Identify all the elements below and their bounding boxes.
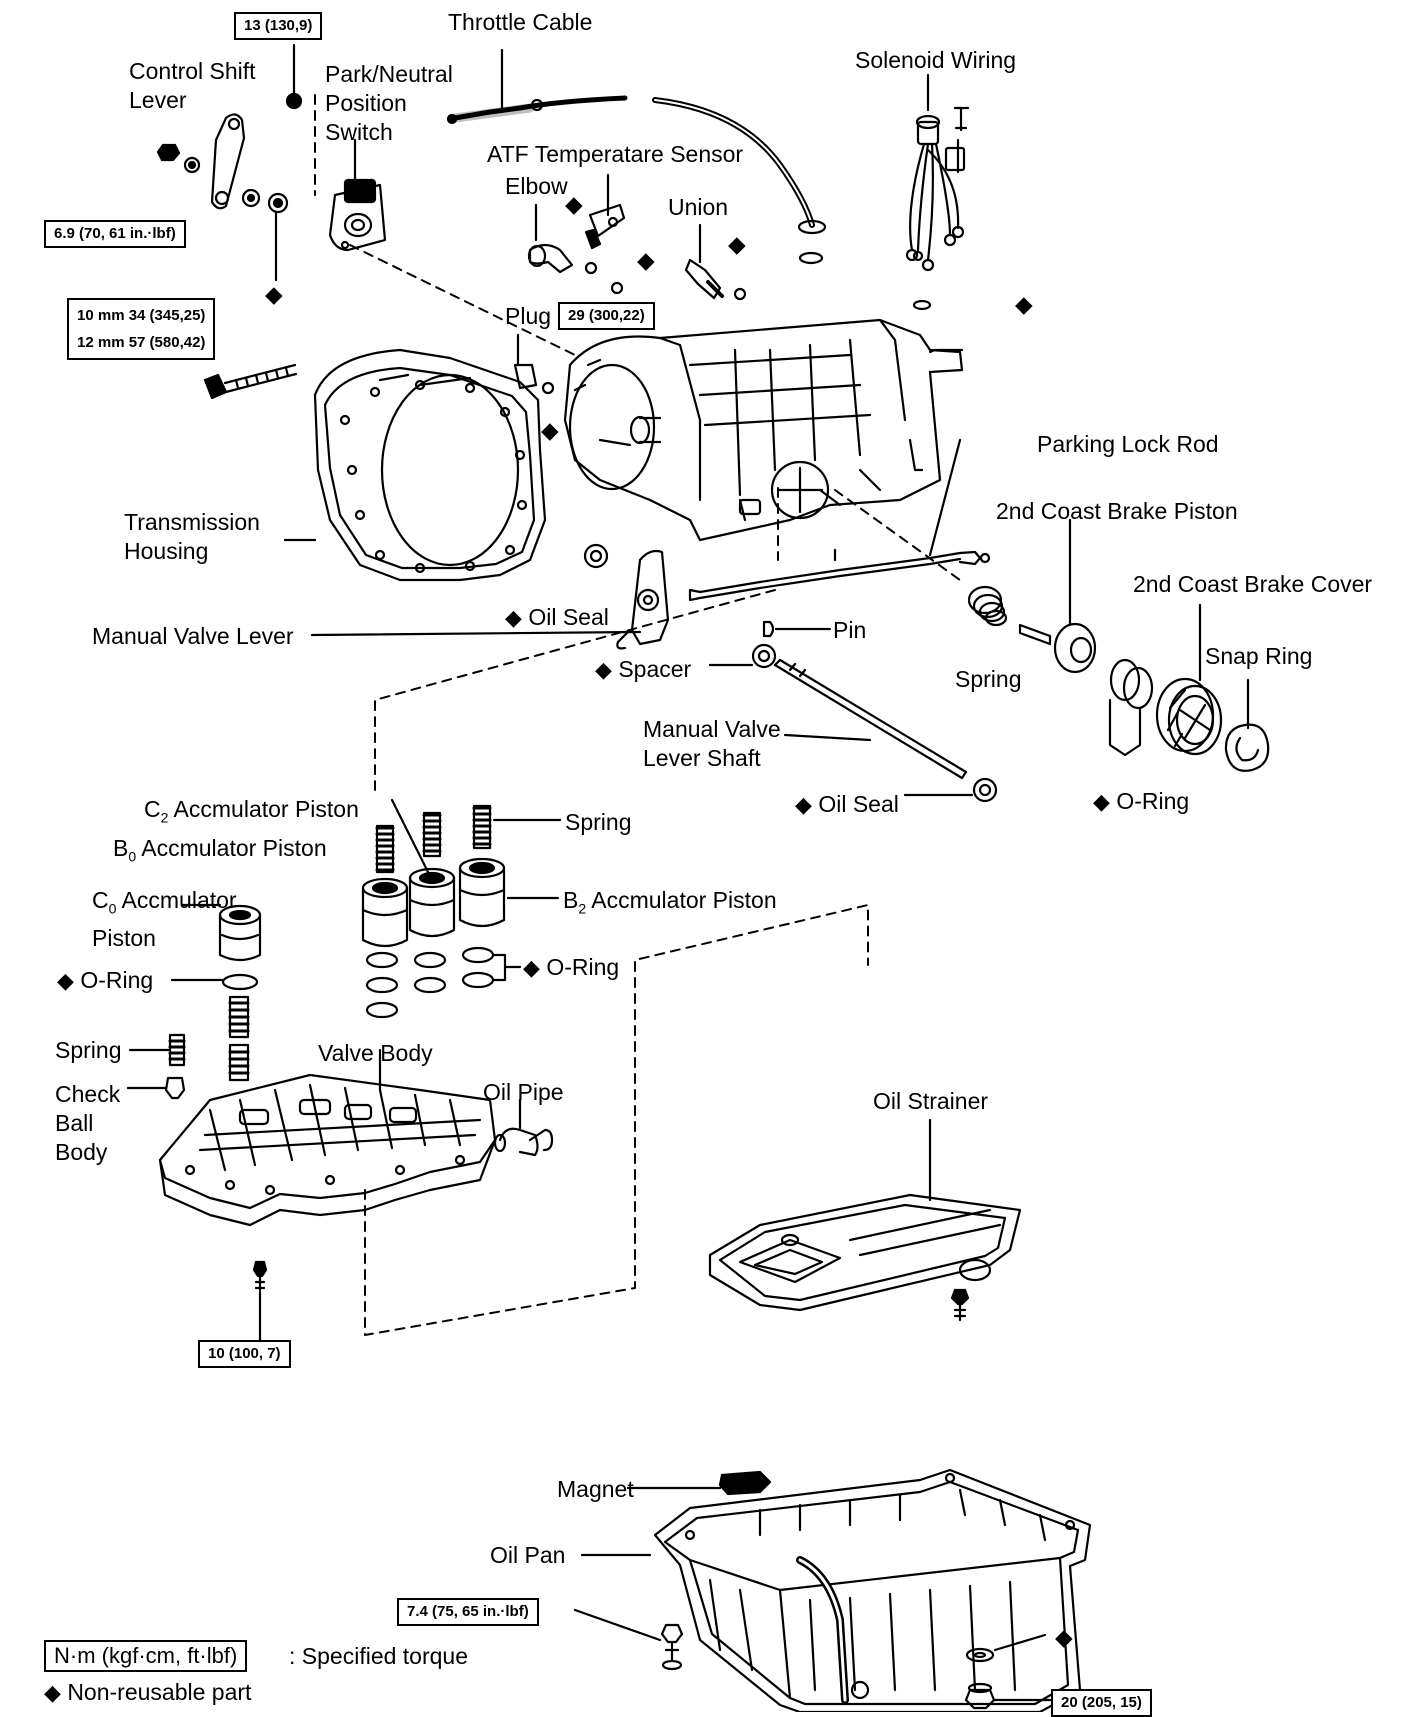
nonreusable-diamond-icon: ◆ [637,247,655,273]
torque-spec-6-9: 6.9 (70, 61 in.·lbf) [44,220,186,248]
control-shift-lever [156,43,303,282]
oil-seal-manual-valve-lever [310,543,670,650]
nonreusable-diamond-icon: ◆ [541,417,559,443]
oil-pipe [493,1098,554,1157]
label-manual-valve-lever: Manual Valve Lever [92,623,294,649]
nonreusable-diamond-icon: ◆ [44,1680,61,1705]
label-c2-accumulator-piston: C2 Accmulator Piston [144,796,359,826]
label-parking-lock-rod: Parking Lock Rod [1037,431,1219,457]
label-2nd-coast-brake-cover: 2nd Coast Brake Cover [1133,571,1373,597]
housing-bolt [203,363,298,400]
nonreusable-diamond-icon: ◆ [1093,789,1110,814]
label-b0-accumulator-piston: B0 Accmulator Piston [113,835,327,865]
label-pin: Pin [833,617,867,643]
nonreusable-diamond-icon: ◆ [505,605,522,630]
label-oil-seal-1: ◆ Oil Seal [505,604,609,630]
transmission-case [563,318,964,542]
nonreusable-diamond-icon: ◆ [565,191,583,217]
label-b2-accumulator-piston: B2 Accmulator Piston [563,887,777,917]
parking-lock-rod [688,438,991,602]
label-union: Union [668,194,729,220]
label-oil-pan: Oil Pan [490,1542,566,1568]
label-o-ring-2: ◆ O-Ring [57,967,154,993]
label-spring-3: Spring [55,1037,122,1063]
accumulator-group [126,798,562,1100]
magnet-oil-pan [573,1468,1092,1712]
nonreusable-diamond-icon: ◆ [795,792,812,817]
oil-strainer [708,1118,1022,1322]
label-spacer: ◆ Spacer [595,656,692,682]
label-spring-1: Spring [955,666,1022,692]
nonreusable-diamond-icon: ◆ [1055,1624,1073,1650]
torque-spec-bolt: 10 mm 34 (345,25)12 mm 57 (580,42) [67,298,216,360]
pin-spacer-shaft [708,620,998,803]
nonreusable-diamond-icon: ◆ [57,968,74,993]
nonreusable-diamond-icon: ◆ [1015,291,1033,317]
label-2nd-coast-brake-piston: 2nd Coast Brake Piston [996,498,1238,524]
label-oil-pipe: Oil Pipe [483,1079,564,1105]
label-plug: Plug [505,303,552,329]
label-solenoid-wiring: Solenoid Wiring [855,47,1017,73]
nonreusable-diamond-icon: ◆ [728,231,746,257]
plug [513,333,555,395]
transmission-housing [283,348,547,582]
second-coast-brake-parts [967,518,1270,772]
nonreusable-diamond-icon: ◆ [595,657,612,682]
torque-spec-10: 10 (100, 7) [198,1340,291,1368]
label-atf-sensor: ATF Temperatare Sensor [487,141,744,167]
dashed-guide-lines [314,94,961,1336]
label-magnet: Magnet [557,1476,634,1502]
torque-spec-13: 13 (130,9) [234,12,323,40]
label-o-ring-3: ◆ O-Ring [523,954,620,980]
atf-sensor-elbow-union [527,173,747,301]
label-oil-strainer: Oil Strainer [873,1088,989,1114]
label-spring-2: Spring [565,809,632,835]
label-oil-seal-2: ◆ Oil Seal [795,791,899,817]
legend-torque-text: : Specified torque [289,1643,469,1669]
park-neutral-switch [328,138,387,252]
solenoid-wiring [905,73,970,311]
throttle-cable [446,48,827,265]
label-o-ring-1: ◆ O-Ring [1093,788,1190,814]
torque-spec-20: 20 (205, 15) [1051,1689,1152,1717]
label-snap-ring: Snap Ring [1205,643,1313,669]
legend-torque-box: N·m (kgf·cm, ft·lbf) [44,1640,248,1672]
nonreusable-diamond-icon: ◆ [523,955,540,980]
label-throttle-cable: Throttle Cable [448,9,593,35]
valve-body [158,1048,497,1342]
legend-nonreusable: ◆ Non-reusable part [44,1679,252,1705]
nonreusable-diamond-icon: ◆ [265,281,283,307]
label-valve-body: Valve Body [318,1040,433,1066]
label-elbow: Elbow [505,173,568,199]
torque-spec-7-4: 7.4 (75, 65 in.·lbf) [397,1598,539,1626]
torque-spec-29: 29 (300,22) [558,302,655,330]
